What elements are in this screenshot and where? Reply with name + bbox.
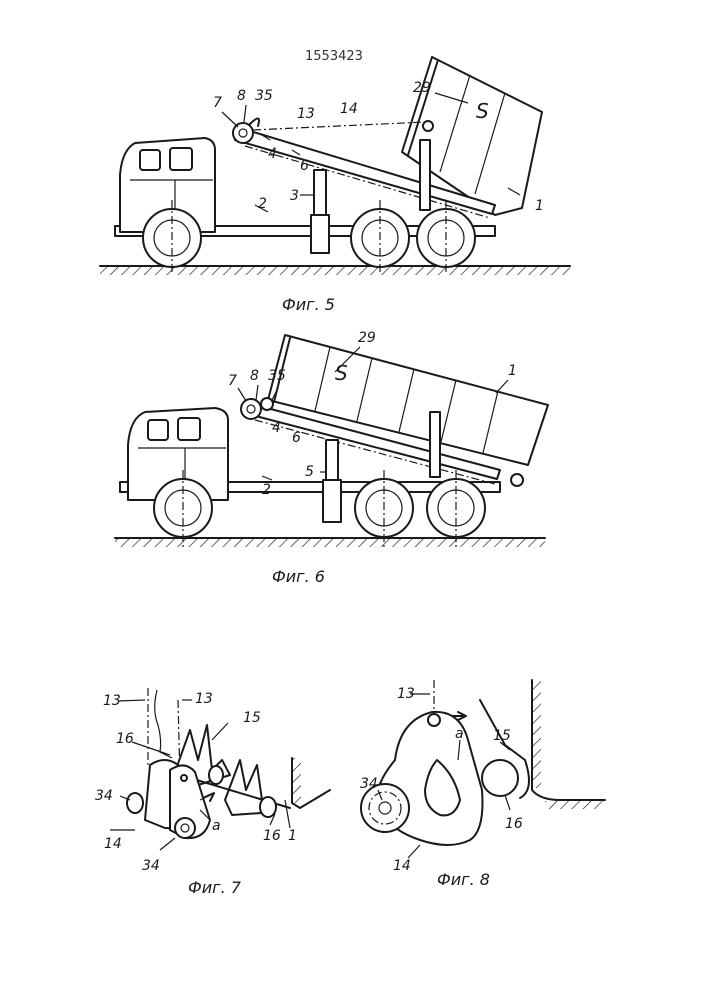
label-4: 4 — [268, 146, 277, 162]
label-13: 13 — [397, 686, 415, 702]
label-2: 2 — [262, 482, 271, 498]
hook-35 — [250, 118, 259, 126]
label-S: S — [476, 99, 489, 123]
label-a: a — [212, 818, 221, 834]
label-14: 14 — [393, 858, 411, 874]
figure-6-caption: Фиг. 6 — [272, 567, 325, 586]
label-7: 7 — [228, 373, 237, 389]
label-34: 34 — [360, 776, 378, 792]
pivot-7 — [241, 399, 261, 419]
pivot-7 — [233, 123, 253, 143]
cylinder-5 — [326, 440, 338, 480]
bar-16 — [482, 760, 518, 796]
figure-8-caption: Фиг. 8 — [437, 870, 490, 889]
label-35: 35 — [255, 88, 273, 104]
label-16a: 16 — [116, 731, 134, 747]
label-6: 6 — [300, 158, 309, 174]
label-1: 1 — [508, 363, 517, 379]
label-29: 29 — [413, 80, 431, 96]
ground-hatching — [115, 539, 545, 547]
label-14: 14 — [340, 101, 358, 117]
label-8: 8 — [237, 88, 246, 104]
label-2: 2 — [258, 196, 267, 212]
figure-6: 7 8 35 29 S 1 4 6 5 2 Фиг. 6 — [115, 330, 548, 586]
label-8: 8 — [250, 368, 259, 384]
ground-hatching — [100, 267, 570, 275]
hook-35 — [261, 398, 273, 410]
patent-number: 1553423 — [305, 49, 363, 64]
label-15: 15 — [493, 728, 511, 744]
label-15: 15 — [243, 710, 261, 726]
label-6: 6 — [292, 430, 301, 446]
figure-7: 13 13 15 16 34 14 34 a 16 1 Фиг. 7 — [95, 688, 330, 897]
label-1: 1 — [535, 198, 544, 214]
label-a: a — [455, 726, 464, 742]
label-34a: 34 — [95, 788, 113, 804]
label-3: 3 — [290, 188, 299, 204]
cylinder-3 — [314, 170, 326, 215]
comb-15 — [480, 700, 529, 798]
label-5: 5 — [305, 464, 314, 480]
label-7: 7 — [213, 95, 222, 111]
label-13: 13 — [297, 106, 315, 122]
figure-5-caption: Фиг. 5 — [282, 295, 335, 314]
cable-13 — [253, 122, 425, 130]
label-14: 14 — [104, 836, 122, 852]
figure-8: 13 a 15 34 16 14 Фиг. 8 — [360, 680, 605, 889]
label-16: 16 — [505, 816, 523, 832]
label-4: 4 — [272, 420, 281, 436]
label-16b: 16 — [263, 828, 281, 844]
label-1: 1 — [288, 828, 297, 844]
label-34b: 34 — [142, 858, 160, 874]
figure-7-caption: Фиг. 7 — [188, 878, 242, 897]
label-35: 35 — [268, 368, 286, 384]
label-29: 29 — [358, 330, 376, 346]
figure-5: 7 8 35 13 14 29 S 4 6 3 2 1 Фиг. 5 — [100, 57, 570, 314]
label-13a: 13 — [103, 693, 121, 709]
label-13b: 13 — [195, 691, 213, 707]
label-S: S — [335, 361, 348, 385]
